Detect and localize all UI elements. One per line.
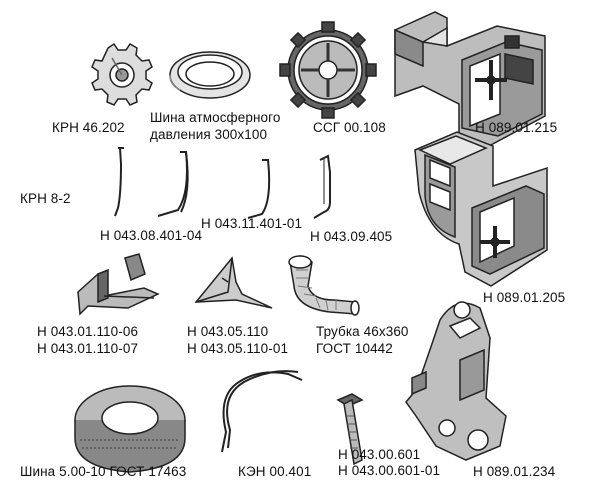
tube-46x360 <box>288 255 360 316</box>
label-krn-46-202: КРН 46.202 <box>52 120 125 135</box>
tine-n-043-08-401-04 <box>157 151 189 217</box>
label-tire-300-line1: Шина атмосферного <box>150 110 281 125</box>
label-n-043-09-405: Н 043.09.405 <box>310 229 393 244</box>
share-n-043-01-110-06 <box>77 253 160 316</box>
gear-ssg-00-108 <box>279 21 377 119</box>
share-n-043-05-110 <box>194 256 273 309</box>
label-n-043-05-110-01: Н 043.05.110-01 <box>187 341 289 356</box>
label-n-043-01-110-06: Н 043.01.110-06 <box>37 324 139 339</box>
label-n-043-01-110-07: Н 043.01.110-07 <box>37 341 139 356</box>
label-ken-00-401: КЭН 00.401 <box>238 464 312 479</box>
label-n-043-05-110: Н 043.05.110 <box>187 324 269 339</box>
bracket-n-089-01-234 <box>405 301 507 461</box>
label-tire-5-00-10: Шина 5.00-10 ГОСТ 17463 <box>20 464 187 479</box>
label-n-089-01-205: Н 089.01.205 <box>483 290 566 305</box>
label-krn-8-2: КРН 8-2 <box>20 191 71 206</box>
tire-5-00-10 <box>74 385 186 473</box>
label-tube-line1: Трубка 46х360 <box>316 324 409 339</box>
tine-n-043-09-405 <box>313 154 331 219</box>
label-n-043-11-401-01: Н 043.11.401-01 <box>201 216 303 231</box>
housing-n-089-01-215 <box>394 11 546 147</box>
label-n-089-01-215: Н 089.01.215 <box>475 120 558 135</box>
tire-300x100 <box>169 51 251 99</box>
label-tube-line2: ГОСТ 10442 <box>316 341 393 356</box>
tine-n-043-11-401-01 <box>247 159 271 219</box>
label-n-043-00-601: Н 043.00.601 <box>338 447 421 462</box>
blade-ken-00-401 <box>221 370 303 453</box>
label-n-089-01-234: Н 089.01.234 <box>473 464 556 479</box>
sprocket-krn-46-202 <box>91 42 153 106</box>
bolt-n-043-00-601 <box>336 393 364 466</box>
housing-n-089-01-205 <box>414 131 548 287</box>
label-tire-300-line2: давления 300х100 <box>150 127 268 142</box>
label-n-043-00-601-01: Н 043.00.601-01 <box>338 463 441 478</box>
tine-krn-8-2 <box>114 147 124 217</box>
label-n-043-08-401-04: Н 043.08.401-04 <box>100 228 203 243</box>
label-ssg-00-108: ССГ 00.108 <box>313 120 386 135</box>
